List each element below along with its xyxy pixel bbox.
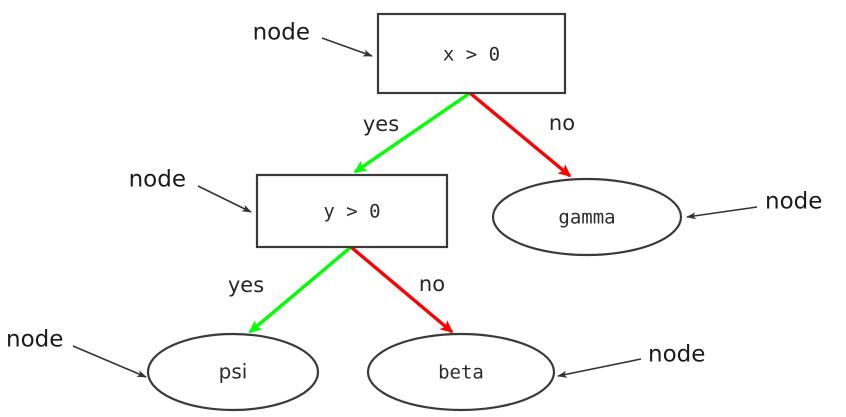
edge-label-second-yes: yes [228, 273, 264, 297]
annotation-label-gamma: node [765, 189, 822, 215]
edge-label-root-yes: yes [363, 112, 399, 136]
annotation-node-root: node [253, 20, 373, 57]
node-root-box[interactable] [376, 12, 567, 95]
annotation-node-psi: node [6, 327, 147, 378]
edge-label-root-no: no [549, 111, 575, 135]
node-root-label: x > 0 [443, 44, 500, 66]
node-psi[interactable]: psi [146, 332, 320, 412]
node-root[interactable]: x > 0 [376, 12, 567, 95]
node-second[interactable]: y > 0 [255, 173, 449, 249]
node-second-box[interactable] [255, 173, 449, 249]
node-psi-ellipse[interactable] [146, 332, 320, 412]
annotation-pointer-gamma [686, 206, 758, 220]
edge-root-yes [353, 91, 471, 174]
edge-root-no [468, 91, 572, 178]
node-gamma-ellipse[interactable] [491, 177, 683, 257]
annotation-pointer-beta [557, 358, 642, 378]
annotation-pointer-second [197, 185, 252, 213]
annotation-label-root: node [253, 20, 310, 46]
edge-second-no [349, 245, 454, 334]
annotation-label-beta: node [648, 342, 705, 368]
edge-second-yes [248, 245, 353, 334]
annotation-node-gamma: node [686, 189, 822, 220]
node-psi-label: psi [219, 360, 248, 384]
node-second-label: y > 0 [323, 201, 380, 223]
annotation-label-second: node [129, 167, 186, 193]
annotation-pointer-root [321, 37, 373, 57]
edge-label-second-no: no [419, 272, 445, 296]
annotation-label-psi: node [6, 327, 63, 353]
annotation-pointer-psi [72, 345, 147, 378]
annotation-node-second: node [129, 167, 252, 213]
node-beta-label: beta [438, 362, 484, 384]
node-gamma-label: gamma [558, 207, 615, 229]
annotation-node-beta: node [557, 342, 705, 378]
node-beta[interactable]: beta [366, 332, 556, 412]
node-gamma[interactable]: gamma [491, 177, 683, 257]
node-beta-ellipse[interactable] [366, 332, 556, 412]
